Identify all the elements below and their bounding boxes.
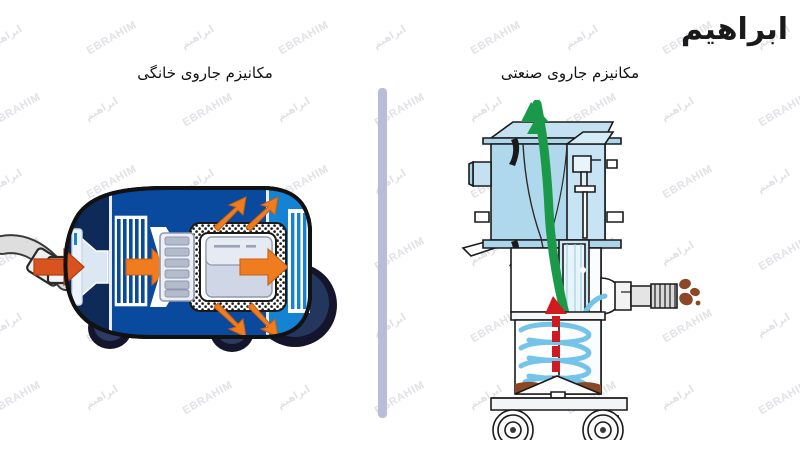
watermark-persian: ابراهیم [179, 23, 217, 52]
watermark-latin: EBRAHIM [756, 90, 800, 130]
collection-cone [514, 375, 602, 399]
airflow-diverge-arrows [213, 196, 279, 338]
watermark-latin: EBRAHIM [180, 90, 235, 130]
watermark-persian: ابراهیم [563, 23, 601, 52]
watermark-latin: EBRAHIM [0, 90, 43, 130]
watermark-persian: ابراهیم [755, 167, 793, 196]
watermark-persian: ابراهیم [0, 23, 25, 52]
exhaust-grille [288, 209, 310, 313]
watermark-latin: EBRAHIM [756, 234, 800, 274]
caster-wheels [492, 409, 624, 440]
intake-nozzle [600, 277, 678, 315]
shaker-valve [572, 155, 601, 239]
watermark-latin: EBRAHIM [756, 378, 800, 418]
motor-fan-unit [159, 232, 273, 302]
watermark-persian: ابراهیم [275, 95, 313, 124]
base-plate [490, 397, 628, 411]
exhaust-arrow [239, 247, 289, 287]
incoming-debris [679, 278, 701, 306]
watermark-latin: EBRAHIM [0, 378, 43, 418]
home-vacuum-title: مکانیزم جاروی خانگی [137, 64, 273, 82]
watermark-latin: EBRAHIM [84, 18, 139, 58]
industrial-vacuum-title: مکانیزم جاروی صنعتی [500, 64, 640, 82]
panel-divider [378, 88, 387, 418]
industrial-vacuum-diagram [455, 100, 705, 440]
vacuum-body [33, 186, 312, 339]
watermark-persian: ابراهیم [371, 23, 409, 52]
watermark-latin: EBRAHIM [276, 18, 331, 58]
watermark-persian: ابراهیم [275, 383, 313, 412]
watermark-persian: ابراهیم [755, 311, 793, 340]
watermark-latin: EBRAHIM [180, 378, 235, 418]
watermark-persian: ابراهیم [83, 95, 121, 124]
watermark-persian: ابراهیم [83, 383, 121, 412]
clean-air-outlet-arrow [521, 100, 570, 319]
watermark-latin: EBRAHIM [468, 18, 523, 58]
household-vacuum-diagram [0, 185, 340, 355]
brand-logo: ابراهیم [680, 12, 789, 47]
